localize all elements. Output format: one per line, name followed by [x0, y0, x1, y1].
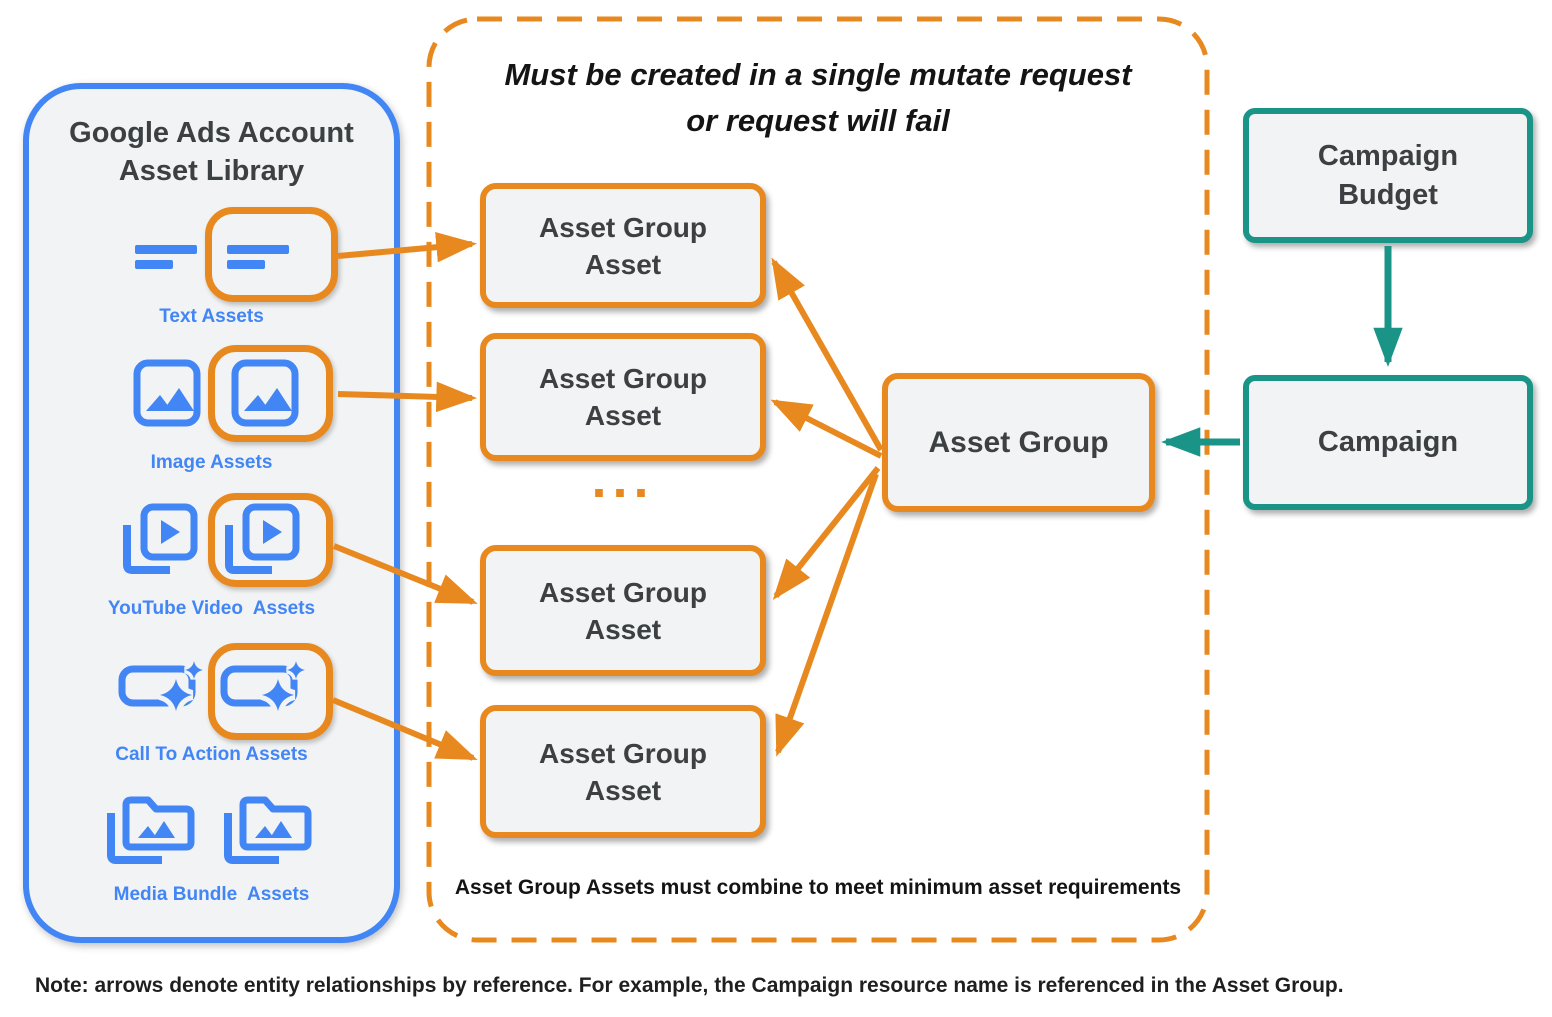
- asset-group-asset-label: Asset Group: [538, 737, 708, 769]
- asset-library-title-line2: Asset Library: [118, 155, 305, 187]
- campaign-budget-label: Budget: [1338, 178, 1438, 211]
- more-boxes-ellipsis: ...: [591, 449, 655, 509]
- media-bundle-asset-icon: [224, 796, 312, 864]
- call-to-action-asset-highlight: [208, 643, 333, 740]
- image-assets-label: Image Assets: [150, 452, 273, 473]
- asset-group-asset-box-1: Asset Group Asset: [480, 183, 766, 308]
- asset-group-asset-label: Asset: [584, 248, 662, 280]
- youtube-video-assets-label: YouTube Video Assets: [107, 598, 316, 619]
- asset-group-asset-label: Asset Group: [538, 363, 708, 394]
- arrow-asset-group-to-box2: [770, 399, 883, 459]
- mutate-panel-title-line1: Must be created in a single mutate reque…: [504, 57, 1132, 92]
- asset-group-asset-box-4: Asset Group Asset: [480, 705, 766, 838]
- arrow-asset-group-to-box4: [775, 473, 879, 757]
- call-to-action-assets-label: Call To Action Assets: [115, 744, 308, 765]
- asset-group-asset-label: Asset Group: [538, 576, 708, 608]
- youtube-video-asset-icon: [123, 503, 198, 574]
- media-bundle-assets-label: Media Bundle Assets: [113, 884, 310, 905]
- youtube-video-asset-highlight: [208, 493, 333, 587]
- image-asset-icon: [133, 359, 201, 427]
- text-asset-highlight: [205, 207, 338, 302]
- text-assets-label: Text Assets: [159, 306, 264, 327]
- mutate-panel-footer: Asset Group Assets must combine to meet …: [454, 876, 1182, 899]
- image-asset-highlight: [208, 345, 333, 442]
- image-asset-icon: [231, 359, 299, 427]
- footnote: Note: arrows denote entity relationships…: [35, 974, 1344, 997]
- campaign-box: Campaign: [1243, 375, 1533, 510]
- asset-group-asset-box-3: Asset Group Asset: [480, 545, 766, 676]
- text-asset-icon: [135, 245, 197, 269]
- campaign-budget-label: Campaign: [1317, 139, 1459, 172]
- arrow-asset-group-to-box3: [772, 466, 881, 600]
- youtube-video-asset-icon: [225, 503, 300, 574]
- media-bundle-asset-icon: [107, 796, 195, 864]
- asset-group-asset-label: Asset Group: [538, 211, 708, 243]
- mutate-panel-title: Must be created in a single mutate reque…: [429, 52, 1207, 144]
- asset-group-asset-label: Asset: [584, 774, 662, 806]
- asset-library-title: Google Ads Account Asset Library: [23, 114, 400, 190]
- asset-group-asset-label: Asset: [584, 400, 662, 431]
- asset-group-asset-box-2: Asset Group Asset: [480, 333, 766, 461]
- asset-group-asset-label: Asset: [584, 613, 662, 645]
- asset-group-box: Asset Group: [882, 373, 1155, 512]
- mutate-panel-title-line2: or request will fail: [686, 103, 950, 138]
- asset-library-title-line1: Google Ads Account: [69, 117, 354, 149]
- text-asset-icon: [227, 245, 289, 269]
- campaign-budget-box: Campaign Budget: [1243, 108, 1533, 243]
- asset-group-label: Asset Group: [928, 425, 1109, 459]
- arrow-asset-group-to-box1: [771, 257, 884, 452]
- campaign-label: Campaign: [1317, 426, 1459, 458]
- call-to-action-asset-icon: [118, 660, 204, 713]
- call-to-action-asset-icon: [220, 660, 306, 713]
